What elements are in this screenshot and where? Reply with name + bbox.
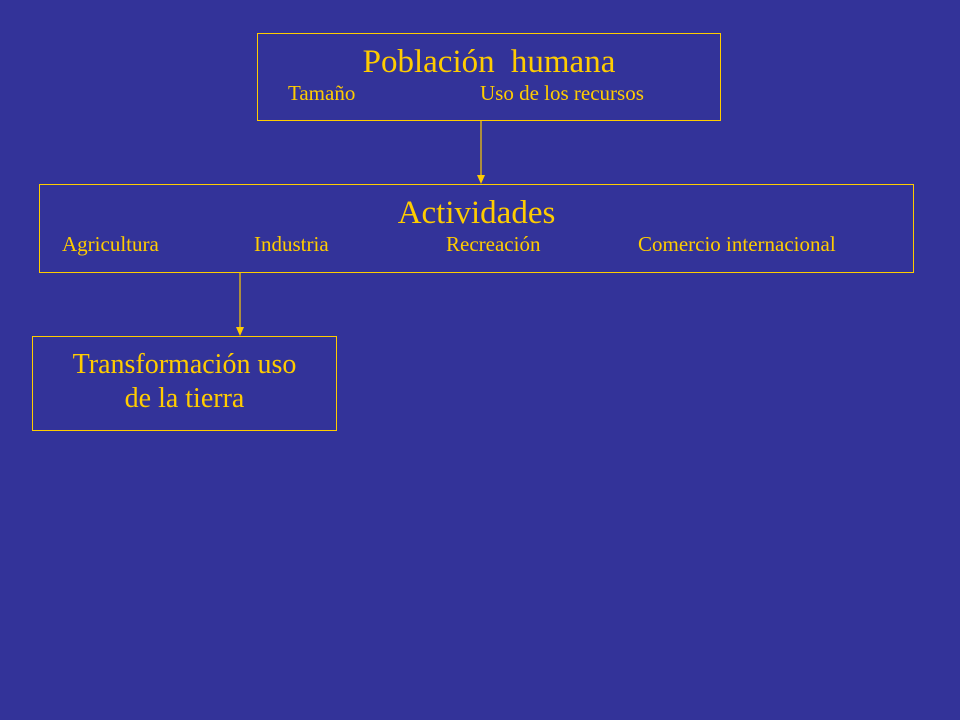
node-item-uso-recursos: Uso de los recursos: [480, 81, 644, 105]
node-items: Tamaño Uso de los recursos: [258, 81, 720, 105]
node-item-recreacion: Recreación: [446, 232, 541, 256]
node-item-tamano: Tamaño: [288, 81, 356, 105]
node-items: Agricultura Industria Recreación Comerci…: [40, 232, 913, 256]
node-poblacion-humana: Población humana Tamaño Uso de los recur…: [257, 33, 721, 121]
node-title: Actividades: [397, 195, 556, 231]
node-transformacion-uso-tierra: Transformación uso de la tierra: [32, 336, 337, 431]
arrowhead-poblacion-to-actividades: [477, 175, 485, 184]
node-title: Transformación uso de la tierra: [33, 348, 336, 416]
node-item-comercio-internacional: Comercio internacional: [638, 232, 836, 256]
node-actividades: Actividades Agricultura Industria Recrea…: [39, 184, 914, 273]
node-item-agricultura: Agricultura: [62, 232, 159, 256]
node-title: Población humana: [362, 44, 616, 80]
arrowhead-actividades-to-transformacion: [236, 327, 244, 336]
node-title-line-1: Transformación uso: [72, 349, 297, 380]
node-title-line-2: de la tierra: [124, 383, 245, 414]
node-item-industria: Industria: [254, 232, 329, 256]
